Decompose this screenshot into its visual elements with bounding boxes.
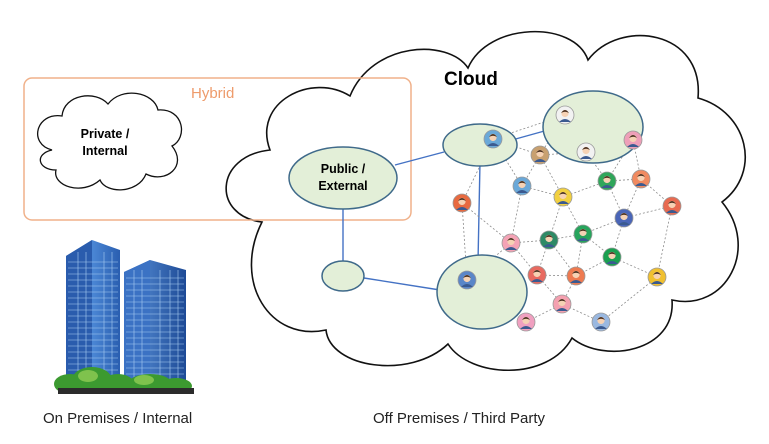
person-avatar-icon: [566, 266, 586, 286]
person-avatar-icon: [614, 208, 634, 228]
on-premises-caption: On Premises / Internal: [43, 410, 193, 427]
person-avatar-icon: [576, 142, 596, 162]
person-avatar-icon: [555, 105, 575, 125]
person-avatar-icon: [457, 270, 477, 290]
hybrid-boundary: [23, 77, 412, 221]
person-avatar-icon: [501, 233, 521, 253]
person-avatar-icon: [602, 247, 622, 267]
person-avatar-icon: [631, 169, 651, 189]
person-avatar-icon: [527, 265, 547, 285]
person-avatar-icon: [539, 230, 559, 250]
person-avatar-icon: [647, 267, 667, 287]
person-avatar-icon: [512, 176, 532, 196]
public-node-label-line1: Public /: [320, 162, 366, 176]
public-node-label: Public / External: [303, 161, 383, 195]
hybrid-label: Hybrid: [191, 85, 235, 102]
bottom-group-node: [436, 254, 528, 330]
cloud-title: Cloud: [444, 69, 498, 90]
public-node: [288, 146, 398, 210]
public-node-label-line2: External: [318, 179, 368, 193]
small-node: [321, 260, 365, 292]
private-cloud-label-line1: Private /: [80, 127, 130, 141]
person-avatar-icon: [452, 193, 472, 213]
off-premises-caption: Off Premises / Third Party: [373, 410, 545, 427]
person-avatar-icon: [516, 312, 536, 332]
person-avatar-icon: [552, 294, 572, 314]
person-avatar-icon: [553, 187, 573, 207]
top-group-node: [442, 123, 518, 167]
person-avatar-icon: [597, 171, 617, 191]
person-avatar-icon: [483, 129, 503, 149]
person-avatar-icon: [573, 224, 593, 244]
private-cloud-icon: [37, 92, 182, 191]
connector-lines: [342, 129, 549, 291]
private-cloud-label-line2: Internal: [82, 144, 128, 158]
private-cloud-label: Private / Internal: [72, 126, 138, 160]
person-avatar-icon: [530, 145, 550, 165]
user-avatars: [452, 105, 682, 332]
office-building-icon: [54, 240, 194, 394]
person-avatar-icon: [591, 312, 611, 332]
person-avatar-icon: [662, 196, 682, 216]
person-avatar-icon: [623, 130, 643, 150]
